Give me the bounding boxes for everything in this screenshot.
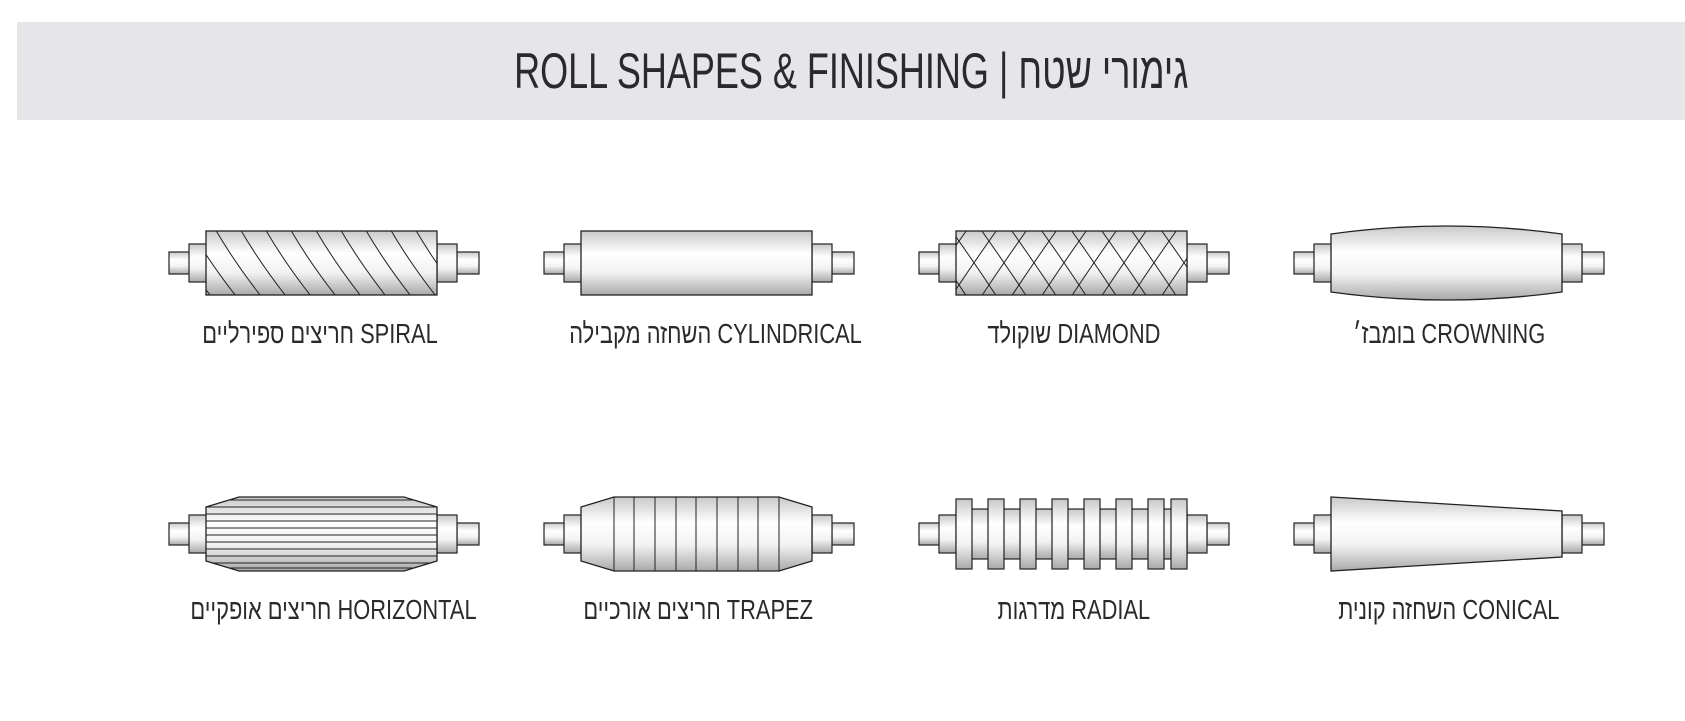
spiral-roller-illustration <box>168 222 480 302</box>
crowning-roller-illustration <box>1293 222 1605 302</box>
page-title: ROLL SHAPES & FINISHING|גימורי שטח <box>514 42 1188 100</box>
conical-label: השחזה קונית CONICAL <box>1338 594 1560 625</box>
horizontal-roller-illustration <box>168 493 480 573</box>
page-header: ROLL SHAPES & FINISHING|גימורי שטח <box>17 22 1685 120</box>
cylindrical-roller-illustration <box>543 222 855 302</box>
radial-label: מדרגות RADIAL <box>997 594 1151 625</box>
diamond-roller-illustration <box>918 222 1230 302</box>
spiral-label: חריצים ספירליים SPIRAL <box>202 318 438 349</box>
radial-roller-illustration <box>918 493 1230 573</box>
trapez-roller-illustration <box>543 493 855 573</box>
cylindrical-label: השחזה מקבילה CYLINDRICAL <box>569 318 862 349</box>
title-separator: | <box>998 43 1009 99</box>
trapez-label: חריצים אורכיים TRAPEZ <box>583 594 813 625</box>
conical-roller-illustration <box>1293 493 1605 573</box>
horizontal-label: חריצים אופקיים HORIZONTAL <box>190 594 477 625</box>
diamond-label: שוקולד DIAMOND <box>987 318 1161 349</box>
title-english: ROLL SHAPES & FINISHING <box>513 43 989 99</box>
title-hebrew: גימורי שטח <box>1018 43 1189 99</box>
crowning-label: בומבז׳ CROWNING <box>1352 318 1546 349</box>
